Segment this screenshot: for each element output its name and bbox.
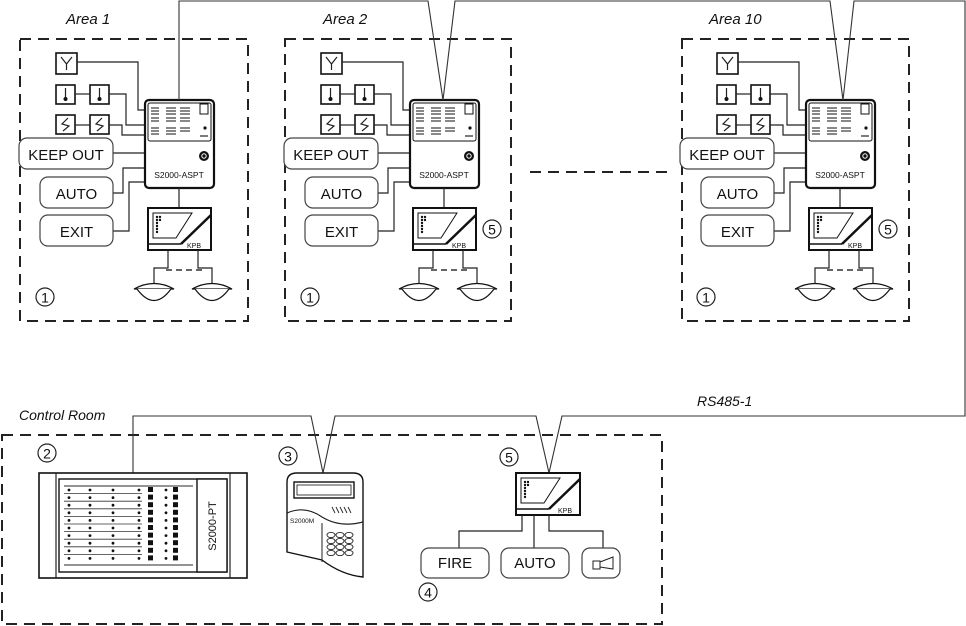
marker-number: 5 (884, 222, 892, 238)
keep-out-button-area-0[interactable] (18, 137, 114, 170)
control-room-title: Control Room (19, 407, 106, 423)
exit-button-area-1[interactable] (304, 214, 379, 247)
cr-auto-button[interactable] (500, 547, 570, 579)
auto-button-label: AUTO (321, 186, 362, 203)
relay-label: KPB (848, 243, 862, 250)
marker-circle (300, 287, 320, 307)
exit-button-label: EXIT (721, 224, 754, 241)
relay-label: KPB (558, 508, 572, 515)
exit-button-label: EXIT (60, 224, 93, 241)
area-10-boundary (681, 38, 910, 322)
auto-button-area-0[interactable] (39, 176, 114, 209)
marker-number: 3 (284, 449, 292, 465)
marker-number: 1 (702, 290, 710, 306)
siren-button[interactable] (581, 547, 621, 579)
marker-circle (878, 219, 898, 239)
controller-label: S2000-ASPT (815, 170, 865, 180)
keep-out-button-label: KEEP OUT (689, 147, 765, 164)
controller-label: S2000-ASPT (419, 170, 469, 180)
marker-circle (499, 447, 519, 467)
area-2-title: Area 10 (708, 11, 762, 28)
exit-button-area-0[interactable] (39, 214, 114, 247)
area-0-title: Area 1 (65, 11, 110, 28)
auto-button-area-1[interactable] (304, 176, 379, 209)
controller-label: S2000-ASPT (154, 170, 204, 180)
s2000m-console (286, 472, 364, 578)
bus-label: RS485-1 (697, 393, 752, 409)
marker-circle (278, 446, 298, 466)
cr-auto-button-label: AUTO (514, 555, 555, 572)
exit-button-area-2[interactable] (700, 214, 775, 247)
s2000-pt-panel (38, 472, 248, 579)
keep-out-button-area-2[interactable] (679, 137, 775, 170)
control-room-boundary (1, 434, 663, 625)
area-1-boundary (19, 38, 249, 322)
marker-circle (696, 287, 716, 307)
keep-out-button-label: KEEP OUT (293, 147, 369, 164)
marker-number: 5 (505, 450, 513, 466)
area-2-boundary (284, 38, 512, 322)
auto-button-label: AUTO (56, 186, 97, 203)
marker-number: 4 (424, 585, 432, 601)
marker-circle (37, 443, 57, 463)
marker-number: 1 (41, 290, 49, 306)
fire-button-label: FIRE (438, 555, 472, 572)
control-room-kpb-relay (515, 472, 581, 516)
rs485-bus (132, 0, 966, 474)
marker-number: 5 (488, 222, 496, 238)
exit-button-label: EXIT (325, 224, 358, 241)
auto-button-area-2[interactable] (700, 176, 775, 209)
relay-label: KPB (187, 243, 201, 250)
marker-number: 1 (306, 290, 314, 306)
keep-out-button-label: KEEP OUT (28, 147, 104, 164)
marker-number: 2 (43, 446, 51, 462)
auto-button-label: AUTO (717, 186, 758, 203)
console-label: S2000M (290, 518, 314, 525)
relay-label: KPB (452, 243, 466, 250)
keep-out-button-area-1[interactable] (283, 137, 379, 170)
panel-label: S2000-PT (207, 501, 219, 551)
marker-circle (482, 219, 502, 239)
area-1-title: Area 2 (322, 11, 368, 28)
fire-button[interactable] (420, 547, 490, 579)
marker-circle (35, 287, 55, 307)
siren-icon (592, 556, 614, 570)
marker-circle (418, 582, 438, 602)
